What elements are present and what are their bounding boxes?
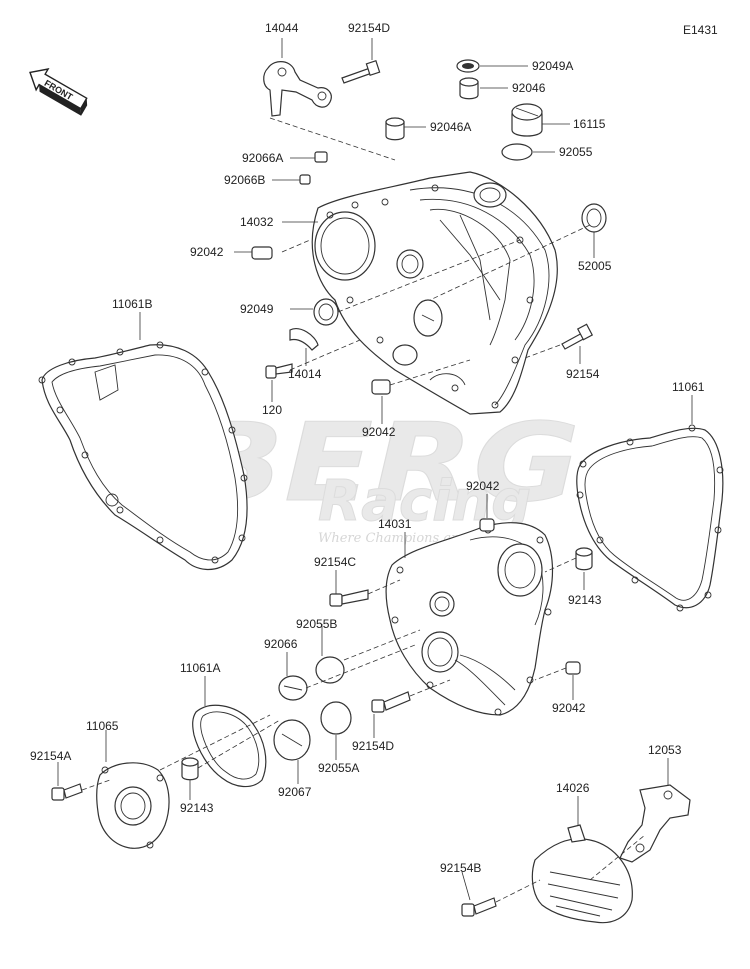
bushing-92143-right — [575, 547, 593, 571]
plug-92067 — [273, 719, 311, 761]
o-ring-92055b — [315, 656, 345, 684]
diagram-code: E1431 — [683, 23, 718, 37]
label-11065: 11065 — [86, 719, 119, 733]
bracket-12053 — [619, 784, 691, 863]
label-92143-right: 92143 — [568, 593, 602, 607]
label-120: 120 — [262, 403, 282, 417]
label-14026: 14026 — [556, 781, 590, 795]
bolt-92154 — [561, 323, 594, 350]
label-52005: 52005 — [578, 259, 612, 273]
cover-11065 — [96, 762, 170, 849]
label-16115: 16115 — [573, 117, 606, 131]
dowel-92042-upper-right — [479, 518, 495, 532]
dowel-92042-lower-right — [565, 661, 581, 675]
label-12053: 12053 — [648, 743, 682, 757]
bracket-14044 — [263, 61, 332, 117]
gasket-11061b — [38, 341, 248, 570]
leader-lines — [57, 38, 693, 901]
clutch-cover-upper — [311, 171, 558, 415]
label-92066b: 92066B — [224, 173, 265, 187]
o-ring-92055a — [320, 701, 352, 735]
label-92055b: 92055B — [296, 617, 337, 631]
dowel-92066b — [299, 174, 311, 185]
label-92046: 92046 — [512, 81, 546, 95]
label-14044: 14044 — [265, 21, 299, 35]
label-11061a: 11061A — [180, 661, 220, 675]
bolt-92154d-bottom — [371, 691, 411, 713]
clip-14014 — [289, 328, 319, 351]
generator-cover-lower — [385, 522, 554, 716]
gasket-11061 — [576, 424, 724, 612]
bearing-92046 — [459, 77, 479, 100]
bolt-92154a — [51, 783, 83, 801]
dowel-92066a — [314, 151, 328, 163]
label-92055: 92055 — [559, 145, 593, 159]
front-arrow: FRONT — [29, 68, 88, 116]
bolt-92154d-top — [341, 59, 381, 84]
label-92154d-top: 92154D — [348, 21, 390, 35]
watermark-brand: BERG — [185, 401, 580, 526]
dowel-92042-mid — [371, 379, 391, 395]
label-14032: 14032 — [240, 215, 274, 229]
dowel-92042-left — [251, 246, 273, 260]
label-92049a: 92049A — [532, 59, 573, 73]
seal-92049 — [313, 298, 339, 326]
label-92046a: 92046A — [430, 120, 471, 134]
label-92066a: 92066A — [242, 151, 283, 165]
seal-52005 — [581, 203, 607, 233]
label-14014: 14014 — [288, 367, 322, 381]
label-14031: 14031 — [378, 517, 412, 531]
guard-14026 — [531, 824, 633, 924]
cap-16115 — [511, 103, 543, 137]
bolt-92154b — [461, 897, 497, 917]
label-92042-upper-right: 92042 — [466, 479, 500, 493]
o-ring-92055 — [501, 143, 533, 161]
label-92154d-bottom: 92154D — [352, 739, 394, 753]
seal-92049a — [456, 59, 480, 73]
label-92154: 92154 — [566, 367, 600, 381]
label-92042-mid: 92042 — [362, 425, 396, 439]
label-92066: 92066 — [264, 637, 298, 651]
label-92154c: 92154C — [314, 555, 356, 569]
bearing-92046a — [385, 117, 405, 141]
label-92067: 92067 — [278, 785, 312, 799]
label-92049: 92049 — [240, 302, 274, 316]
label-92154a: 92154A — [30, 749, 71, 763]
bolt-120 — [265, 363, 293, 379]
label-92055a: 92055A — [318, 761, 359, 775]
label-92042-lower-right: 92042 — [552, 701, 586, 715]
part-labels: 14044 92154D 92049A 92046 16115 92046A 9… — [30, 21, 705, 875]
label-11061: 11061 — [672, 380, 705, 394]
label-92143-left: 92143 — [180, 801, 214, 815]
label-11061b: 11061B — [112, 297, 152, 311]
label-92042-left: 92042 — [190, 245, 224, 259]
plug-92066 — [278, 675, 308, 701]
gasket-11061a — [192, 704, 267, 788]
label-92154b: 92154B — [440, 861, 481, 875]
alignment-lines — [81, 117, 646, 903]
bushing-92143-left — [181, 757, 199, 781]
